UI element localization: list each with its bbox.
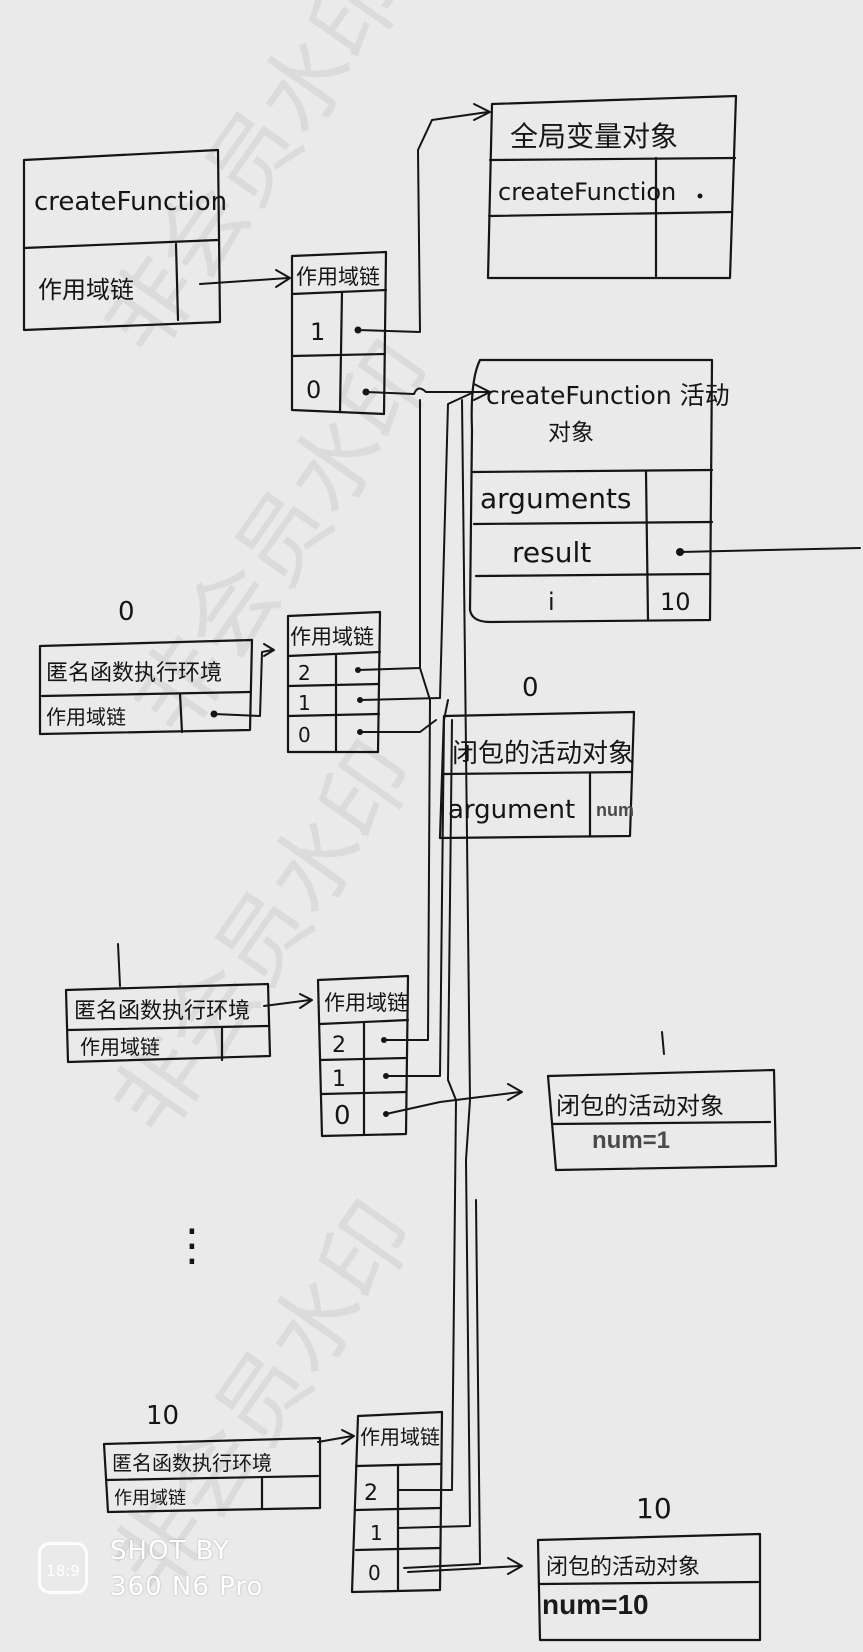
scope-chain-title: 作用域链 xyxy=(324,991,408,1015)
anonymous-env-title: 匿名函数执行环境 xyxy=(46,661,222,686)
closure-row-argument: argument xyxy=(448,795,575,825)
scope-chain-index: 1 xyxy=(370,1521,383,1545)
closure-row-num: num xyxy=(596,800,634,820)
closure-activation-object-1: 闭包的活动对象 num=1 xyxy=(546,1068,778,1172)
scope-chain-index: 0 xyxy=(368,1561,381,1585)
anonymous-env-scope-field: 作用域链 xyxy=(80,1035,160,1059)
anonymous-env-box-1: 匿名函数执行环境 作用域链 xyxy=(64,982,272,1064)
anonymous-env-title: 匿名函数执行环境 xyxy=(112,1451,272,1475)
scope-chain-index: 1 xyxy=(298,691,311,715)
scope-chain-connections xyxy=(357,103,491,1569)
object-tick xyxy=(661,1031,665,1055)
scope-chain-index: 2 xyxy=(364,1481,378,1506)
arrow-result-offpage xyxy=(679,547,861,553)
scope-chain-index: 2 xyxy=(298,661,311,685)
scope-chain-index: 0 xyxy=(334,1101,351,1131)
closure-object-title: 闭包的活动对象 xyxy=(546,1555,700,1580)
ellipsis-mark: ⋮ xyxy=(170,1220,214,1271)
activation-row-i-value: 10 xyxy=(660,588,691,616)
global-object-row: createFunction xyxy=(498,178,676,206)
activation-object-title-line1: createFunction 活动 xyxy=(486,381,730,410)
scope-chain-box-1: 作用域链 1 0 xyxy=(290,250,388,416)
arrow-head xyxy=(299,993,313,1009)
closure-object-value: num=1 xyxy=(592,1127,670,1154)
arrow-head xyxy=(507,1083,523,1101)
createfunction-box: createFunction 作用域链 xyxy=(22,148,227,332)
aspect-ratio-icon: 18:9 xyxy=(38,1542,88,1594)
camera-watermark-badge: 18:9 SHOT BY 360 N6 Pro xyxy=(38,1528,288,1608)
activation-row-i: i xyxy=(548,588,555,616)
activation-row-result: result xyxy=(512,536,591,569)
scope-chain-index: 1 xyxy=(332,1067,346,1092)
closure-index-label: 10 xyxy=(146,1401,179,1431)
closure-object-title: 闭包的活动对象 xyxy=(556,1092,724,1120)
arrow-head xyxy=(507,1557,523,1575)
scope-chain-title: 作用域链 xyxy=(290,625,374,649)
anonymous-env-box-0: 匿名函数执行环境 作用域链 xyxy=(38,638,254,736)
global-object-title: 全局变量对象 xyxy=(510,120,678,153)
camera-badge-line2: 360 N6 Pro xyxy=(110,1572,264,1602)
closure-object-value: num=10 xyxy=(542,1589,649,1620)
anonymous-env-title: 匿名函数执行环境 xyxy=(74,999,250,1024)
arrow-chain3-to-closure1 xyxy=(385,1091,521,1115)
closure-activation-object-0: 闭包的活动对象 argument num xyxy=(438,710,636,840)
scope-chain-index: 1 xyxy=(310,318,325,346)
watermark-text: 非会员水印 xyxy=(112,324,456,753)
arrow-chain4-to-closure10 xyxy=(407,1565,521,1573)
anonymous-env-scope-field: 作用域链 xyxy=(46,705,126,729)
closure-index-label: 0 xyxy=(118,597,135,627)
scope-chain-box-4: 作用域链 2 1 0 xyxy=(350,1410,444,1594)
arrow-env1-to-chain xyxy=(263,999,311,1007)
arrow-chain2-to-closure0 xyxy=(359,719,437,733)
scope-chain-box-2: 作用域链 2 1 0 xyxy=(286,610,382,754)
activation-row-arguments: arguments xyxy=(480,482,632,515)
closure-object-label: 0 xyxy=(522,673,539,703)
createfunction-scope-field: 作用域链 xyxy=(38,276,134,304)
closure-object-title: 闭包的活动对象 xyxy=(452,739,634,769)
scope-chain-index: 0 xyxy=(298,723,311,747)
scope-chain-index: 2 xyxy=(332,1033,346,1058)
camera-badge-line1: SHOT BY xyxy=(110,1536,230,1566)
watermark-text: 非会员水印 xyxy=(92,724,436,1153)
activation-object-title-line2: 对象 xyxy=(548,420,594,446)
scope-chain-index: 0 xyxy=(306,376,321,404)
anonymous-env-scope-field: 作用域链 xyxy=(114,1488,186,1509)
watermark-layer: 非会员水印 非会员水印 非会员水印 非会员水印 xyxy=(82,0,456,1613)
scope-chain-title: 作用域链 xyxy=(360,1425,440,1449)
scope-chain-box-3: 作用域链 2 1 0 xyxy=(316,974,410,1138)
anonymous-env-box-10: 匿名函数执行环境 作用域链 xyxy=(102,1436,322,1514)
arrow-head xyxy=(263,643,275,657)
arrow-env0-to-chain xyxy=(213,649,273,717)
arrow-env10-to-chain xyxy=(317,1435,353,1443)
arrow-head xyxy=(275,269,291,288)
arrow-head xyxy=(341,1429,355,1445)
global-variable-object: 全局变量对象 createFunction xyxy=(486,94,738,280)
closure-object-label: 10 xyxy=(636,1492,672,1525)
createfunction-title: createFunction xyxy=(34,187,227,217)
scope-chain-title: 作用域链 xyxy=(296,265,380,289)
closure-activation-object-10: 闭包的活动对象 num=10 xyxy=(536,1532,762,1642)
arrow-createfunction-to-chain xyxy=(199,277,289,285)
index-tick xyxy=(117,943,121,987)
createfunction-activation-object: createFunction 活动 对象 arguments result i … xyxy=(468,358,861,624)
